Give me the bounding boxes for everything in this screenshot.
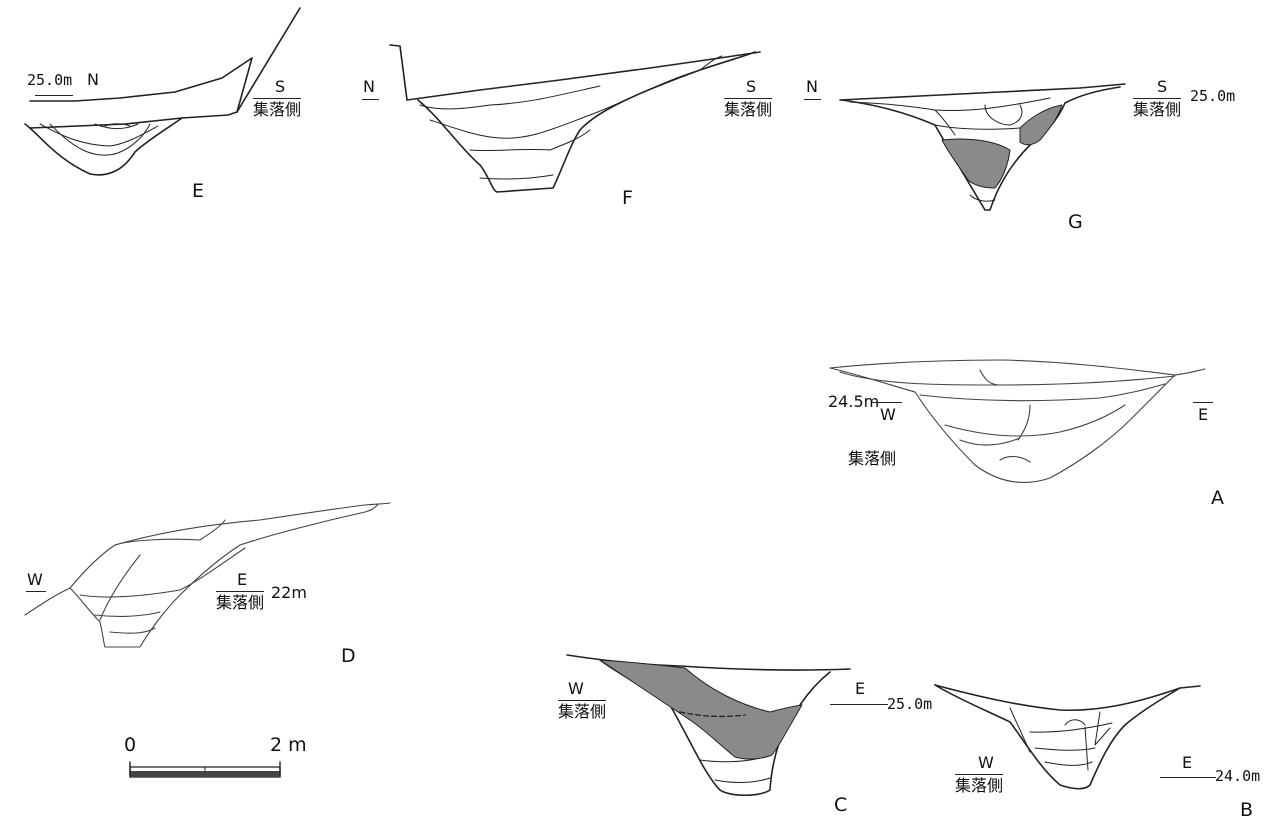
- section-g-profile: [839, 83, 1126, 211]
- side-label-a: 集落側: [848, 449, 897, 468]
- east-rule-a: [1193, 402, 1213, 403]
- side-label-d: 集落側: [216, 591, 265, 612]
- level-label-c: 25.0m: [887, 695, 933, 713]
- scale-start-label: 0: [124, 734, 137, 756]
- dashed-boundary-c: [679, 711, 746, 718]
- side-label-e: 集落側: [253, 98, 302, 119]
- west-label-b: W: [978, 753, 994, 772]
- level-label-b: 24.0m: [1215, 767, 1261, 785]
- north-label-g: N: [806, 77, 818, 96]
- north-rule-g: [804, 99, 821, 100]
- section-f-profile: [389, 44, 761, 193]
- section-letter-a: A: [1211, 487, 1224, 509]
- south-label-f: S: [746, 77, 757, 96]
- level-rule-e: [35, 95, 73, 96]
- scale-end-label: 2 m: [270, 734, 307, 756]
- side-label-g: 集落側: [1133, 98, 1182, 119]
- section-a-profile: [829, 359, 1206, 483]
- level-rule-a: [872, 402, 902, 403]
- section-e-profile: [24, 7, 301, 176]
- level-rule-c: [830, 704, 888, 705]
- side-text-c: 集落側: [558, 700, 607, 721]
- side-label-c: 集落側: [558, 700, 607, 721]
- east-label-c: E: [855, 679, 866, 698]
- section-letter-g: G: [1068, 211, 1083, 233]
- west-label-a: W: [880, 405, 896, 424]
- shaded-layer-g-right: [1019, 104, 1063, 146]
- south-label-g: S: [1157, 77, 1168, 96]
- level-rule-b: [1160, 777, 1216, 778]
- side-text-f: 集落側: [724, 98, 773, 119]
- shaded-layer-g-left: [941, 138, 1011, 189]
- level-label-a: 24.5m: [828, 392, 880, 411]
- side-text-e: 集落側: [253, 98, 302, 119]
- level-label-g: 25.0m: [1190, 87, 1236, 105]
- shaded-layer-c: [599, 659, 803, 760]
- section-letter-c: C: [834, 794, 848, 816]
- side-text-g: 集落側: [1133, 98, 1182, 119]
- west-label-d: W: [27, 570, 43, 589]
- side-text-b: 集落側: [955, 774, 1004, 795]
- north-label-f: N: [363, 79, 375, 95]
- section-letter-f: F: [622, 187, 633, 209]
- section-d-profile: [24, 502, 391, 648]
- section-b-profile: [934, 684, 1201, 790]
- scale-bar: [129, 761, 281, 778]
- south-label-e: S: [275, 77, 286, 96]
- side-label-b: 集落側: [955, 774, 1004, 795]
- west-label-c: W: [568, 679, 584, 698]
- north-rule-f: [362, 99, 379, 100]
- east-label-b: E: [1182, 753, 1193, 772]
- north-label-e: N: [87, 70, 99, 89]
- east-label-a: E: [1198, 405, 1209, 424]
- section-letter-e: E: [192, 180, 205, 202]
- section-letter-d: D: [341, 645, 356, 667]
- side-label-f: 集落側: [724, 98, 773, 119]
- section-letter-b: B: [1240, 799, 1254, 821]
- level-label-e: 25.0m: [27, 71, 73, 89]
- side-text-d: 集落側: [216, 591, 265, 612]
- east-label-d: E: [237, 570, 248, 589]
- north-text-f: N: [363, 77, 375, 96]
- west-rule-d: [26, 591, 46, 592]
- level-label-d: 22m: [271, 583, 307, 602]
